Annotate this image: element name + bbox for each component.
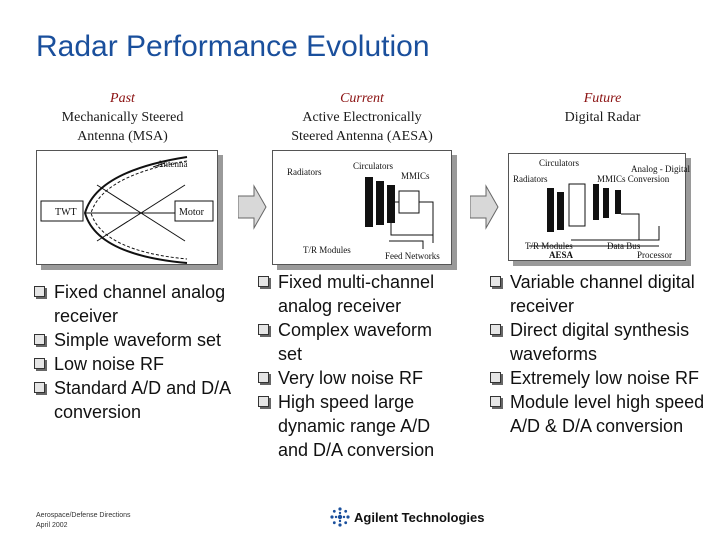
heading-line: Active Electronically — [302, 110, 422, 125]
bullet-box-icon — [490, 276, 501, 287]
bullets-future: Variable channel digital receiver Direct… — [488, 270, 714, 438]
diagram-label: Circulators — [353, 161, 393, 171]
diagram-label: Radiators — [287, 167, 322, 177]
list-item: Very low noise RF — [256, 366, 456, 390]
diagram-label: Radiators — [513, 174, 548, 184]
list-item: Standard A/D and D/A conversion — [32, 376, 232, 424]
diagram-label: Processor — [637, 250, 672, 260]
bullet-box-icon — [34, 358, 45, 369]
list-item: Module level high speed A/D & D/A conver… — [488, 390, 714, 438]
diagram-label: T/R Modules — [525, 241, 573, 251]
list-item: Variable channel digital receiver — [488, 270, 714, 318]
diagram-label: MMICs — [401, 171, 430, 181]
heading-line: Antenna (MSA) — [77, 129, 168, 144]
era-label-future: Future — [583, 91, 622, 106]
heading-line: Digital Radar — [564, 110, 641, 125]
bullet-box-icon — [34, 334, 45, 345]
heading-past: Past Mechanically Steered Antenna (MSA) — [30, 89, 215, 146]
logo-text: Agilent Technologies — [354, 510, 485, 525]
msa-antenna-drawing — [40, 156, 214, 264]
heading-line: Steered Antenna (AESA) — [291, 129, 433, 144]
bullet-box-icon — [34, 286, 45, 297]
list-item: Simple waveform set — [32, 328, 232, 352]
footer: Aerospace/Defense Directions April 2002 — [36, 511, 131, 531]
heading-future: Future Digital Radar — [540, 89, 665, 127]
agilent-star-icon — [330, 507, 350, 527]
bullet-box-icon — [490, 324, 501, 335]
diagram-label: Feed Networks — [385, 251, 440, 261]
aesa-module-drawing — [365, 177, 434, 249]
diagram-label: TWT — [55, 207, 77, 218]
bullets-current: Fixed multi-channel analog receiver Comp… — [256, 270, 456, 462]
bullet-box-icon — [258, 372, 269, 383]
diagram-label: Antenna — [157, 159, 188, 169]
digital-radar-drawing — [529, 183, 660, 247]
list-item: Complex waveform set — [256, 318, 456, 366]
arrow-right-icon — [470, 184, 499, 230]
diagram-label: Data Bus — [607, 241, 641, 251]
diagram-label: AESA — [549, 250, 574, 260]
list-item: High speed large dynamic range A/D and D… — [256, 390, 456, 462]
bullets-past: Fixed channel analog receiver Simple wav… — [32, 280, 232, 424]
list-item: Fixed multi-channel analog receiver — [256, 270, 456, 318]
digital-radar-diagram: Circulators Analog - Digital Radiators M… — [508, 153, 690, 261]
bullet-box-icon — [34, 382, 45, 393]
arrow-right-icon — [238, 184, 267, 230]
heading-line: Mechanically Steered — [61, 110, 184, 125]
aesa-diagram: Radiators Circulators MMICs T/R Modules … — [272, 150, 452, 265]
diagram-label: Analog - Digital — [631, 164, 690, 174]
diagram-label: T/R Modules — [303, 245, 351, 255]
diagram-label: Circulators — [539, 158, 579, 168]
footer-line: April 2002 — [36, 522, 68, 529]
bullet-box-icon — [490, 372, 501, 383]
bullet-box-icon — [490, 396, 501, 407]
era-label-past: Past — [110, 91, 135, 106]
list-item: Direct digital synthesis waveforms — [488, 318, 714, 366]
list-item: Fixed channel analog receiver — [32, 280, 232, 328]
agilent-logo: Agilent Technologies — [328, 505, 528, 531]
list-item: Low noise RF — [32, 352, 232, 376]
bullet-box-icon — [258, 396, 269, 407]
bullet-box-icon — [258, 276, 269, 287]
diagram-label: Motor — [179, 207, 204, 218]
slide-title: Radar Performance Evolution — [36, 30, 430, 63]
era-label-current: Current — [340, 91, 384, 106]
heading-current: Current Active Electronically Steered An… — [262, 89, 462, 146]
bullet-box-icon — [258, 324, 269, 335]
footer-line: Aerospace/Defense Directions — [36, 512, 131, 519]
diagram-label: MMICs Conversion — [597, 174, 670, 184]
list-item: Extremely low noise RF — [488, 366, 714, 390]
msa-diagram: Antenna TWT Motor — [36, 150, 218, 265]
